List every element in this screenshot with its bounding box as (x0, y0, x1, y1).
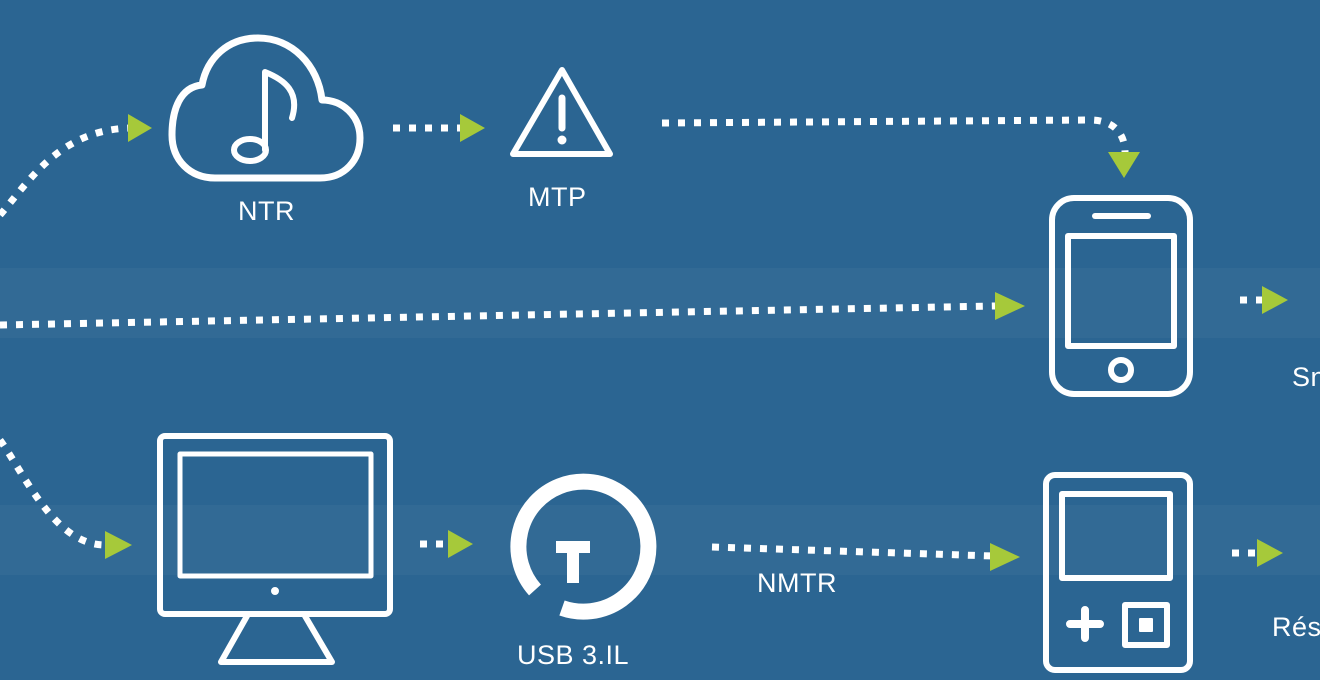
connector-main-to-smartphone (0, 302, 996, 329)
smartphone-node-label: Sn (1292, 362, 1320, 392)
warning-triangle-icon (510, 67, 613, 157)
arrowhead-sn (1262, 286, 1288, 314)
handheld-console-icon (1043, 472, 1193, 673)
smartphone-icon (1049, 195, 1193, 397)
handheld-node-label: Rés (1272, 612, 1320, 642)
connector-warning-to-smartphone (661, 116, 1129, 153)
arrowhead-cloud (128, 114, 152, 142)
connector-left-to-desktop (0, 437, 106, 549)
usb-handheld-edge-label: NMTR (757, 568, 837, 598)
arrowhead-smartphone-top (1108, 152, 1140, 178)
cloud-music-icon (168, 34, 364, 182)
warning-node-label: MTP (528, 182, 587, 212)
connector-usb-to-handheld (711, 543, 994, 560)
arrowhead-warning (460, 114, 485, 142)
usb-node-label: USB 3.IL (517, 640, 630, 670)
usb-t-circle-icon (510, 473, 657, 620)
arrowhead-desktop (105, 531, 132, 559)
arrowhead-smartphone-middle (995, 292, 1025, 320)
arrowhead-res (1257, 539, 1283, 567)
connector-left-to-cloud (0, 124, 131, 218)
arrowhead-handheld (990, 543, 1020, 571)
arrowheads (105, 114, 1288, 571)
arrowhead-usb (448, 530, 473, 558)
cloud-node-label: NTR (238, 196, 295, 226)
desktop-monitor-icon (157, 433, 393, 665)
